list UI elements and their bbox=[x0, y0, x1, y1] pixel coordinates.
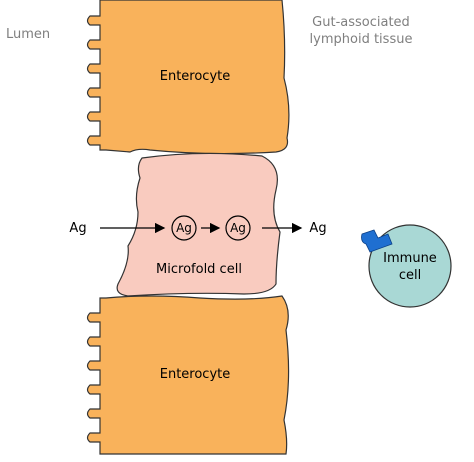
galt-label-line1: Gut-associated bbox=[312, 15, 410, 30]
microfold-cell-label: Microfold cell bbox=[156, 262, 242, 277]
enterocyte-bottom-shape bbox=[86, 295, 290, 455]
galt-label-line2: lymphoid tissue bbox=[310, 32, 413, 47]
receptor-icon bbox=[361, 229, 393, 253]
antigen-circle-1-label: Ag bbox=[176, 221, 192, 235]
antigen-lumen-label: Ag bbox=[69, 221, 86, 236]
microfold-cell-shape bbox=[116, 152, 281, 297]
immune-cell-label-line2: cell bbox=[399, 268, 421, 283]
enterocyte-top-label: Enterocyte bbox=[160, 69, 231, 84]
lumen-label: Lumen bbox=[6, 27, 50, 42]
antigen-circle-1 bbox=[171, 215, 197, 241]
enterocyte-bottom-label: Enterocyte bbox=[160, 367, 231, 382]
antigen-tissue-label: Ag bbox=[309, 221, 326, 236]
immune-cell-label-line1: Immune bbox=[383, 251, 437, 266]
enterocyte-top-shape bbox=[86, 0, 290, 155]
antigen-circle-2-label: Ag bbox=[230, 221, 246, 235]
immune-cell-shape bbox=[368, 224, 452, 308]
antigen-circle-2 bbox=[225, 215, 251, 241]
